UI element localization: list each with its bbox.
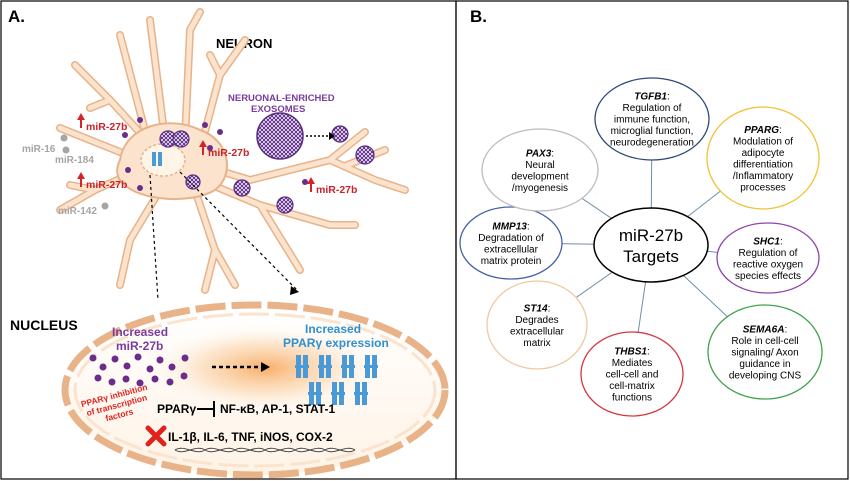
exosomes-title-1: NERUONAL-ENRICHED (228, 93, 335, 104)
target-gene-pparg: PPARG: (744, 125, 782, 136)
target-gene-sema6a: SEMA6A: (743, 325, 787, 336)
exosomes-on-neuron (159, 125, 375, 214)
target-node-mmp13: MMP13:Degradation ofextracellularmatrix … (459, 206, 563, 280)
target-desc-line: microglial function, (611, 126, 694, 137)
nucleus-title: NUCLEUS (10, 317, 78, 333)
target-desc-line: developing CNS (729, 371, 802, 382)
center-node (593, 207, 709, 283)
mirna-dots (122, 117, 308, 191)
target-desc-line: /Inflammatory (733, 171, 794, 182)
large-exosome (256, 112, 304, 160)
svg-text:miR-27b: miR-27b (86, 179, 127, 191)
target-node-pparg: PPARG:Modulation ofadipocytedifferentiat… (706, 106, 820, 210)
inhibition-bar-icon (197, 401, 215, 417)
nucleus-mirna-dots (89, 353, 189, 387)
target-desc-line: signaling/ Axon (731, 348, 798, 359)
target-gene-thbs1: THBS1: (614, 347, 650, 358)
target-desc-line: adipocyte (742, 148, 785, 159)
target-desc-line: immune function, (614, 115, 690, 126)
receptor-icon-small (152, 152, 162, 166)
target-gene-st14: ST14: (524, 303, 551, 314)
target-desc-line: Modulation of (733, 136, 793, 147)
target-desc-line: development (511, 171, 568, 182)
dna-strand-icon (174, 447, 356, 453)
target-gene-shc1: SHC1: (753, 236, 782, 247)
target-desc-line: Regulation of (623, 103, 682, 114)
target-desc-line: extracellular (510, 326, 565, 337)
target-desc-line: species effects (735, 271, 801, 282)
target-desc-line: Regulation of (739, 248, 798, 259)
target-desc-line: /myogenesis (512, 183, 568, 194)
target-gene-pax3: PAX3: (526, 148, 554, 159)
target-desc-line: cell-matrix (609, 381, 655, 392)
center-line-2: Targets (623, 247, 679, 266)
target-desc-line: matrix (523, 338, 550, 349)
panel-b-label: B. (470, 7, 487, 26)
exosomes-title-2: EXOSOMES (251, 104, 305, 115)
target-desc-line: Mediates (612, 358, 653, 369)
svg-text:miR-27b: miR-27b (208, 147, 249, 159)
target-desc-line: functions (612, 393, 652, 404)
target-desc-line: cell-cell and (606, 370, 659, 381)
mir27b-up-2: miR-27b (199, 140, 249, 159)
target-desc-line: Neural (525, 160, 554, 171)
mirna-grey-1: miR-16 (22, 144, 56, 155)
mir27b-up-3: miR-27b (77, 172, 127, 191)
center-line-1: miR-27b (619, 226, 683, 245)
cross-icon (145, 425, 167, 447)
mirna-grey-3: miR-142 (58, 206, 97, 217)
target-desc-line: Degrades (515, 315, 558, 326)
increased-ppar-2: PPARγ expression (283, 336, 389, 350)
neuron-nucleus-small (140, 143, 186, 177)
mir27b-up-1: miR-27b (77, 113, 127, 133)
target-desc-line: reactive oxygen (733, 259, 803, 270)
increased-mir-2: miR-27b (116, 339, 163, 353)
panel-a-label: A. (8, 7, 25, 26)
svg-text:miR-27b: miR-27b (316, 184, 357, 196)
target-desc-line: matrix protein (481, 256, 542, 267)
zoom-line-right (179, 171, 298, 291)
target-desc-line: Role in cell-cell (731, 336, 798, 347)
ppar-receptor-icons (295, 355, 378, 405)
cytokines: IL-1β, IL-6, TNF, iNOS, COX-2 (168, 430, 333, 444)
mir27b-up-4: miR-27b (307, 177, 357, 196)
target-desc-line: Degradation of (478, 233, 544, 244)
panel-b-frame (455, 0, 849, 480)
increased-ppar-1: Increased (305, 322, 361, 336)
target-desc-line: extracellular (484, 244, 539, 255)
target-desc-line: guidance in (739, 359, 790, 370)
mirna-grey-2: miR-184 (55, 155, 94, 166)
transcription-factors: NF-κB, AP-1, STAT-1 (220, 402, 335, 416)
target-desc-line: neurodegeneration (610, 138, 694, 149)
increased-mir-1: Increased (112, 325, 168, 339)
svg-text:miR-27b: miR-27b (86, 121, 127, 133)
target-desc-line: differentiation (733, 159, 793, 170)
target-desc-line: processes (740, 182, 786, 193)
target-gene-mmp13: MMP13: (492, 221, 529, 232)
target-gene-tgfb1: TGFB1: (634, 92, 670, 103)
zoom-line-left (149, 174, 159, 301)
ppar-label: PPARγ (157, 402, 196, 416)
